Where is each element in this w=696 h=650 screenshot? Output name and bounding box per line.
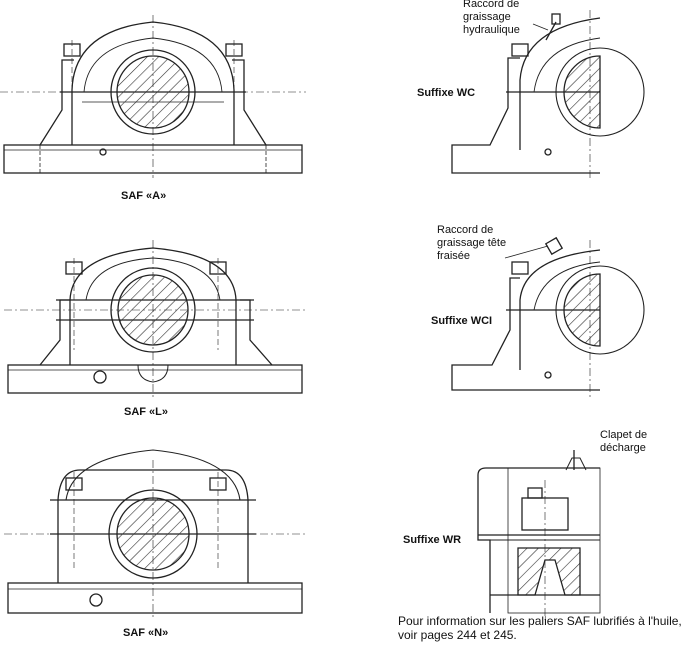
callout-wr: Clapet de décharge: [600, 429, 647, 455]
saf-a-drawing: [0, 15, 306, 178]
wr-drawing: [477, 450, 601, 620]
footnote-line1: Pour information sur les paliers SAF lub…: [398, 614, 682, 628]
callout-wci-line3: fraisée: [437, 250, 471, 262]
callout-wc: Raccord de graissage hydraulique: [463, 0, 520, 37]
saf-n-drawing: [4, 449, 306, 618]
callout-wc-line3: hydraulique: [463, 24, 520, 36]
footnote: Pour information sur les paliers SAF lub…: [398, 614, 682, 642]
saf-l-drawing: [4, 240, 306, 398]
caption-wc: Suffixe WC: [417, 87, 476, 99]
leader-lines: [504, 23, 549, 259]
wc-drawing: [451, 10, 645, 178]
caption-saf-n: SAF «N»: [123, 627, 169, 639]
caption-wci: Suffixe WCI: [431, 315, 493, 327]
callout-wr-line1: Clapet de: [600, 429, 648, 441]
callout-wc-line1: Raccord de: [463, 0, 520, 10]
caption-saf-l: SAF «L»: [124, 406, 169, 418]
callout-wci-line1: Raccord de: [437, 224, 494, 236]
caption-wr: Suffixe WR: [403, 534, 462, 546]
callout-wci: Raccord de graissage tête fraisée: [437, 224, 506, 263]
callout-wc-line2: graissage: [463, 11, 511, 23]
footnote-line2: voir pages 244 et 245.: [398, 628, 517, 642]
callout-wr-line2: décharge: [600, 442, 646, 454]
caption-saf-a: SAF «A»: [121, 190, 167, 202]
callout-wci-line2: graissage tête: [437, 237, 507, 249]
wci-drawing: [451, 236, 645, 398]
